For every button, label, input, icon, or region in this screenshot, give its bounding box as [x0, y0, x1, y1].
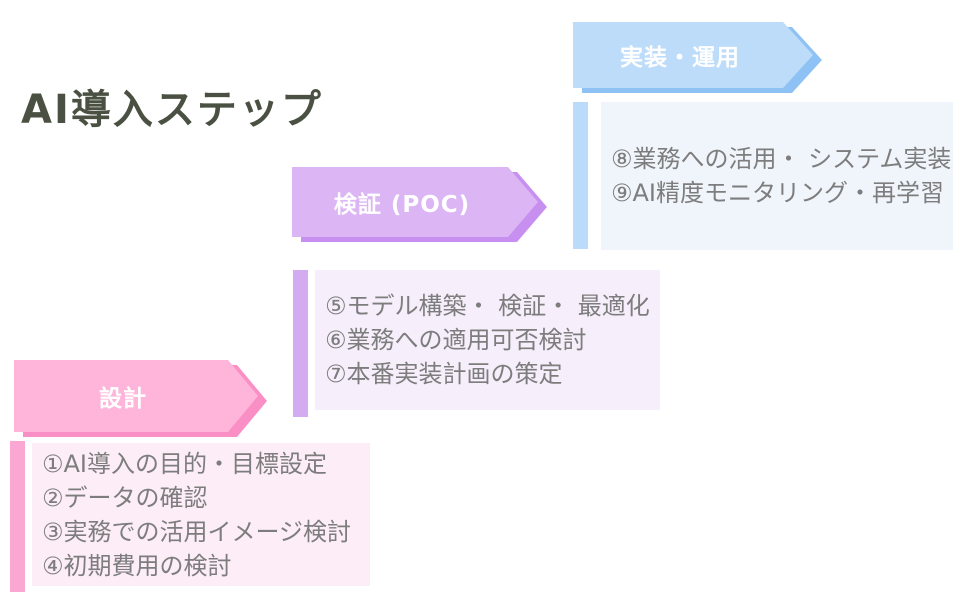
step-poc-item-2: ⑥業務への適用可否検討 [325, 326, 587, 354]
step-design-item-1: ①AI導入の目的・目標設定 [42, 449, 328, 478]
step-poc-item-1: ⑤モデル構築・ 検証・ 最適化 [325, 292, 650, 320]
step-ops-accent-bar [573, 102, 588, 249]
step-ops-label: 実装・運用 [620, 45, 740, 71]
arrow-shape: 設計 [14, 360, 258, 432]
arrow-shape: 検証 (POC) [292, 167, 538, 237]
step-design-item-2: ②データの確認 [42, 483, 208, 512]
step-poc-label: 検証 (POC) [333, 192, 471, 218]
step-design-arrow-banner: 設計 [14, 360, 267, 437]
step-design-label: 設計 [99, 386, 147, 412]
arrow-shape: 実装・運用 [573, 22, 813, 88]
step-poc-accent-bar [293, 270, 308, 417]
step-design-box: ①AI導入の目的・目標設定 ②データの確認 ③実務での活用イメージ検討 ④初期費… [32, 443, 370, 586]
step-design-accent-bar [10, 441, 25, 592]
step-ops-arrow-banner: 実装・運用 [573, 22, 822, 93]
step-design-item-3: ③実務での活用イメージ検討 [42, 517, 352, 546]
step-poc-arrow-banner: 検証 (POC) [292, 167, 547, 242]
step-design-item-4: ④初期費用の検討 [42, 551, 232, 580]
step-poc-box: ⑤モデル構築・ 検証・ 最適化 ⑥業務への適用可否検討 ⑦本番実装計画の策定 [315, 270, 660, 410]
step-ops-box: ⑧業務への活用・ システム実装 ⑨AI精度モニタリング・再学習 [601, 102, 953, 250]
step-ops-item-1: ⑧業務への活用・ システム実装 [611, 145, 952, 173]
page-title: AI導入ステップ [21, 86, 323, 133]
step-poc-item-3: ⑦本番実装計画の策定 [325, 360, 563, 388]
step-ops-item-2: ⑨AI精度モニタリング・再学習 [611, 179, 945, 207]
